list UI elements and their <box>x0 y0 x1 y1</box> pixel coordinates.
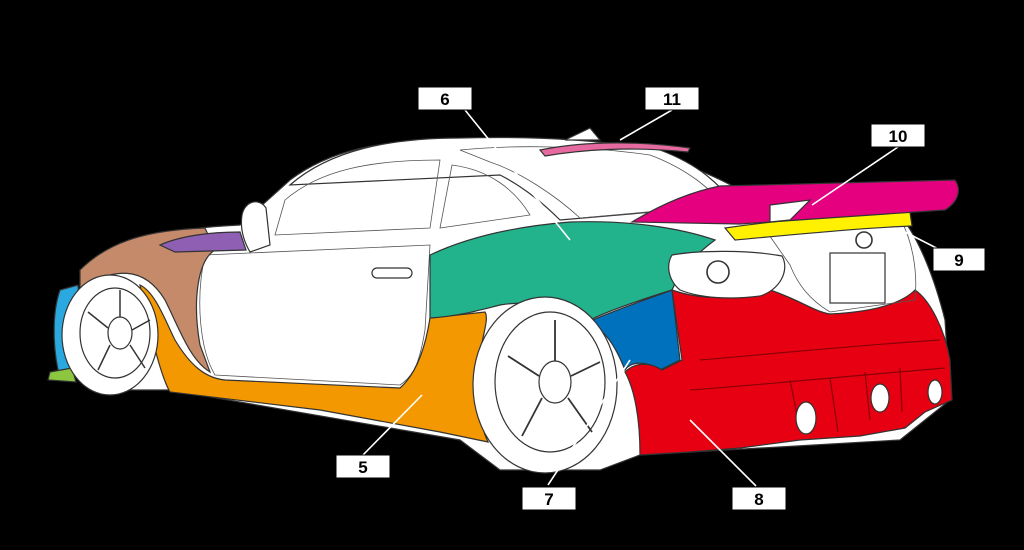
label-8-text: 8 <box>754 490 763 509</box>
exhaust-tips <box>795 379 943 435</box>
label-9: 9 <box>932 247 986 272</box>
label-5: 5 <box>335 454 391 479</box>
rear-emblem <box>855 231 873 249</box>
shark-fin-antenna <box>564 127 602 141</box>
label-10-text: 10 <box>889 127 908 146</box>
door-handle <box>371 267 413 279</box>
front-lip <box>47 367 77 383</box>
side-window-rear <box>439 164 531 229</box>
trunk-lid <box>759 217 917 313</box>
door <box>199 244 431 386</box>
label-7-text: 7 <box>544 490 553 509</box>
tail-light <box>668 250 786 299</box>
label-10: 10 <box>870 123 926 148</box>
label-11-text: 11 <box>663 90 681 109</box>
diffuser-fins <box>689 339 946 433</box>
mirror-trim <box>158 231 247 253</box>
wing-endplate <box>769 199 812 223</box>
label-6-text: 6 <box>440 90 449 109</box>
label-11: 11 <box>644 86 700 111</box>
label-8: 8 <box>731 486 787 511</box>
label-5-text: 5 <box>358 458 367 477</box>
rear-wheel <box>472 296 618 474</box>
side-mirror <box>240 201 271 253</box>
tail-light-ring <box>706 260 730 284</box>
label-6: 6 <box>417 86 473 111</box>
leader-lines <box>361 109 959 487</box>
front-wheel <box>61 274 159 396</box>
rear-window <box>459 146 726 219</box>
side-window-front <box>274 159 441 236</box>
label-7: 7 <box>521 486 577 511</box>
label-9-text: 9 <box>954 251 963 270</box>
part-5-side-skirt <box>139 283 490 443</box>
license-plate <box>829 252 886 304</box>
part-11-roof-spoiler <box>538 142 691 157</box>
